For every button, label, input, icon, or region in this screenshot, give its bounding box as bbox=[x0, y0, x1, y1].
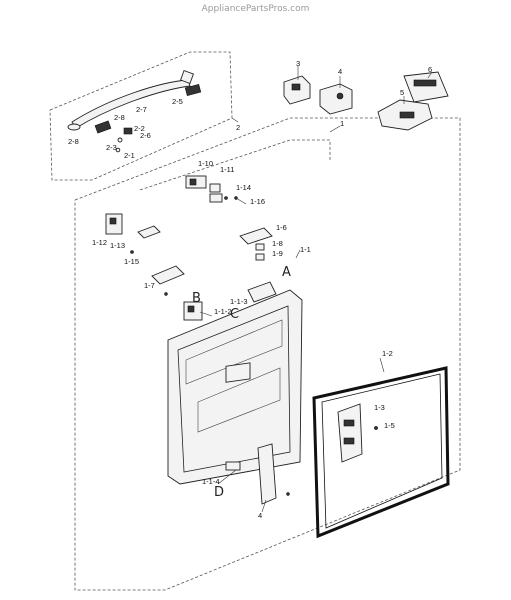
label-1-2: 1-2 bbox=[382, 349, 393, 358]
part-6-housing[interactable] bbox=[403, 71, 449, 103]
label-1-8: 1-8 bbox=[272, 239, 283, 248]
part-1-10-bracket[interactable] bbox=[185, 175, 207, 189]
handwritten-letter-d: D bbox=[214, 485, 224, 500]
door-panel-frame[interactable] bbox=[167, 289, 303, 485]
handwritten-letter-c: C bbox=[230, 307, 239, 322]
label-1-1-3: 1-1-3 bbox=[230, 297, 248, 306]
part-1-1-4-bracket[interactable] bbox=[225, 461, 241, 471]
handle-bracket[interactable] bbox=[94, 120, 133, 153]
lower-hinge-bracket[interactable] bbox=[257, 443, 290, 505]
label-1-1: 1-1 bbox=[300, 245, 311, 254]
label-4: 4 bbox=[338, 67, 342, 76]
watermark-text: AppliancePartsPros.com bbox=[201, 4, 310, 14]
label-1-13: 1-13 bbox=[110, 241, 125, 250]
part-1-8-clip[interactable] bbox=[255, 243, 265, 251]
part-1-15-screw[interactable] bbox=[130, 250, 134, 254]
label-1-14: 1-14 bbox=[236, 183, 251, 192]
label-2-2: 2-2 bbox=[134, 124, 145, 133]
handwritten-letter-a: A bbox=[282, 265, 291, 280]
label-1-6: 1-6 bbox=[276, 223, 287, 232]
label-1-7: 1-7 bbox=[144, 281, 155, 290]
label-2-8-upper: 2-8 bbox=[114, 113, 125, 122]
label-1-1-2: 1-1-2 bbox=[214, 307, 232, 316]
label-1-10: 1-10 bbox=[198, 159, 213, 168]
label-2-5: 2-5 bbox=[172, 97, 183, 106]
leader-lines bbox=[199, 66, 433, 513]
label-2-1: 2-1 bbox=[124, 151, 135, 160]
part-5-cover[interactable] bbox=[377, 99, 433, 131]
part-1-1-3-bracket[interactable] bbox=[247, 281, 277, 303]
label-1-12: 1-12 bbox=[92, 238, 107, 247]
part-1-13-hinge-pin[interactable] bbox=[137, 225, 161, 239]
door-group-outline bbox=[74, 117, 461, 591]
label-1-11: 1-11 bbox=[220, 165, 234, 174]
label-1-9: 1-9 bbox=[272, 249, 283, 258]
part-1-3-bracket[interactable] bbox=[337, 403, 363, 463]
label-6: 6 bbox=[428, 65, 432, 74]
door-handle-bar[interactable] bbox=[71, 70, 202, 129]
part-1-6-cap[interactable] bbox=[239, 227, 273, 245]
part-3-bracket[interactable] bbox=[283, 75, 311, 105]
label-1-5: 1-5 bbox=[384, 421, 395, 430]
label-1-16: 1-16 bbox=[250, 197, 265, 206]
part-1-16-screw[interactable] bbox=[234, 196, 247, 205]
part-1-11-clip[interactable] bbox=[209, 183, 221, 193]
handwritten-letter-b: B bbox=[192, 291, 201, 306]
label-2: 2 bbox=[236, 123, 240, 132]
handle-end-cap[interactable] bbox=[67, 123, 81, 131]
part-1-1-2-hinge[interactable] bbox=[183, 301, 203, 321]
part-4-hinge[interactable] bbox=[319, 83, 353, 115]
label-3: 3 bbox=[296, 59, 300, 68]
part-1-14-clip[interactable] bbox=[209, 193, 228, 203]
label-1-1-4: 1-1-4 bbox=[202, 477, 220, 486]
label-2-8: 2-8 bbox=[68, 137, 79, 146]
door-gasket[interactable] bbox=[312, 366, 450, 539]
label-5: 5 bbox=[400, 88, 404, 97]
part-1-12-bracket[interactable] bbox=[105, 213, 123, 235]
part-1-7-cap[interactable] bbox=[151, 265, 185, 296]
label-2-7: 2-7 bbox=[136, 105, 147, 114]
label-2-6: 2-6 bbox=[140, 131, 151, 140]
label-2-3: 2-3 bbox=[106, 143, 117, 152]
label-1: 1 bbox=[340, 119, 344, 128]
part-1-5-screw[interactable] bbox=[374, 426, 378, 430]
label-1-15: 1-15 bbox=[124, 257, 139, 266]
part-1-9-clip[interactable] bbox=[255, 253, 265, 261]
label-1-3: 1-3 bbox=[374, 403, 385, 412]
label-4-lower: 4 bbox=[258, 511, 262, 520]
